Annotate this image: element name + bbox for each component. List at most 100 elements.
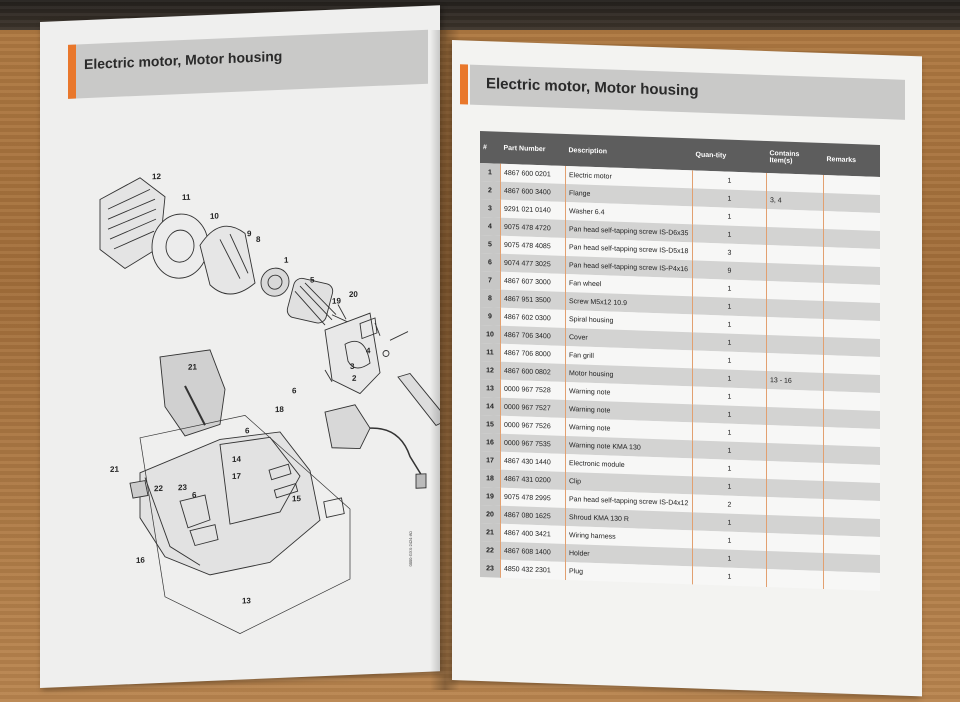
cell-remarks	[823, 480, 880, 501]
cell-row-number: 20	[480, 504, 501, 524]
cell-contains-items	[766, 442, 824, 463]
callout-1: 1	[284, 256, 289, 265]
cell-row-number: 12	[480, 360, 501, 380]
callout-5: 5	[310, 275, 315, 284]
cell-row-number: 23	[480, 558, 501, 578]
part-plug	[129, 480, 149, 499]
callout-16: 17	[232, 472, 241, 481]
cell-remarks	[823, 444, 880, 465]
cell-row-number: 8	[480, 288, 501, 308]
cell-remarks	[823, 552, 880, 573]
cell-row-number: 4	[480, 216, 501, 236]
callout-2: 2	[352, 374, 357, 383]
callout-21: 22	[154, 484, 163, 493]
cell-contains-items	[766, 514, 824, 535]
cell-remarks	[823, 264, 880, 285]
cell-part-number: 4867 600 3400	[500, 181, 566, 202]
cell-part-number: 0000 967 7527	[500, 397, 566, 418]
diagram-svg: 12 11 10 9 8 1 5 19 20 4 3 2 6 21 6 18 1…	[99, 172, 440, 635]
cell-contains-items	[766, 424, 824, 445]
right-page: Electric motor, Motor housing # Part Num…	[452, 40, 922, 697]
callout-6c: 6	[192, 490, 197, 499]
cell-quantity: 1	[692, 566, 767, 587]
cell-row-number: 15	[480, 414, 501, 434]
cell-remarks	[823, 372, 880, 393]
exploded-parts-diagram: 12 11 10 9 8 1 5 19 20 4 3 2 6 21 6 18 1…	[70, 125, 440, 661]
cell-contains-items	[766, 406, 824, 427]
cell-row-number: 1	[480, 162, 501, 182]
cell-part-number: 4867 608 1400	[500, 541, 566, 562]
cell-part-number: 4867 706 8000	[500, 343, 566, 364]
cell-remarks	[823, 354, 880, 375]
cell-remarks	[823, 210, 880, 231]
cell-row-number: 17	[480, 450, 501, 470]
cell-part-number: 0000 967 7528	[500, 379, 566, 400]
col-header-description: Description	[565, 133, 693, 171]
cell-row-number: 11	[480, 342, 501, 362]
part-shroud	[159, 349, 226, 437]
cell-part-number: 4867 600 0201	[500, 163, 566, 184]
cell-row-number: 18	[480, 468, 501, 488]
callout-7: 8	[256, 235, 261, 244]
part-holder	[189, 524, 219, 547]
cell-remarks	[823, 516, 880, 537]
diagram-parts	[99, 177, 440, 635]
cell-contains-items	[766, 496, 824, 517]
cell-part-number: 9075 478 4085	[500, 235, 566, 256]
cell-description: Plug	[565, 561, 693, 585]
diagram-callouts: 12 11 10 9 8 1 5 19 20 4 3 2 6 21 6 18 1…	[110, 172, 371, 606]
cell-part-number: 4867 607 3000	[500, 271, 566, 292]
callout-10: 11	[182, 193, 191, 202]
cell-row-number: 14	[480, 396, 501, 416]
cell-part-number: 4867 602 0300	[500, 307, 566, 328]
cell-contains-items	[766, 172, 824, 193]
callout-6b: 6	[245, 426, 250, 435]
callout-14: 15	[292, 494, 301, 503]
cell-remarks	[823, 570, 880, 591]
cell-row-number: 2	[480, 180, 501, 200]
cell-contains-items	[766, 352, 824, 373]
cell-part-number: 4850 432 2301	[500, 559, 566, 580]
cell-contains-items	[766, 208, 824, 229]
cell-row-number: 21	[480, 522, 501, 542]
part-clip	[359, 317, 378, 340]
part-washer-3	[382, 350, 390, 357]
cell-part-number: 4867 706 3400	[500, 325, 566, 346]
cell-contains-items: 3, 4	[766, 190, 824, 211]
cell-contains-items	[766, 298, 824, 319]
part-motor-housing	[139, 431, 321, 576]
cell-remarks	[823, 408, 880, 429]
cell-remarks	[823, 462, 880, 483]
cell-remarks	[823, 534, 880, 555]
cell-contains-items	[766, 532, 824, 553]
cell-contains-items	[766, 280, 824, 301]
callout-15: 16	[136, 556, 145, 565]
housing-group-outline	[139, 415, 351, 635]
cell-contains-items	[766, 262, 824, 283]
part-screw-6a	[324, 369, 333, 383]
cell-row-number: 7	[480, 270, 501, 290]
cell-row-number: 3	[480, 198, 501, 218]
cell-contains-items	[766, 550, 824, 571]
callout-13: 14	[232, 455, 241, 464]
cell-part-number: 9074 477 3025	[500, 253, 566, 274]
part-fan-wheel	[260, 267, 290, 297]
callout-3: 3	[350, 362, 355, 371]
cell-remarks	[823, 300, 880, 321]
callout-12: 13	[242, 596, 251, 605]
cell-part-number: 4867 430 1440	[500, 451, 566, 472]
col-header-part-number: Part Number	[500, 131, 566, 166]
callout-18: 19	[332, 296, 341, 305]
cell-remarks	[823, 192, 880, 213]
cell-part-number: 0000 967 7535	[500, 433, 566, 454]
cell-remarks	[823, 390, 880, 411]
left-header-accent	[68, 44, 76, 99]
cell-remarks	[823, 426, 880, 447]
part-motor	[286, 277, 334, 324]
cell-part-number: 4867 951 3500	[500, 289, 566, 310]
cell-remarks	[823, 336, 880, 357]
col-header-remarks: Remarks	[823, 142, 880, 177]
cell-contains-items	[766, 568, 824, 589]
callout-20: 21	[188, 362, 197, 371]
